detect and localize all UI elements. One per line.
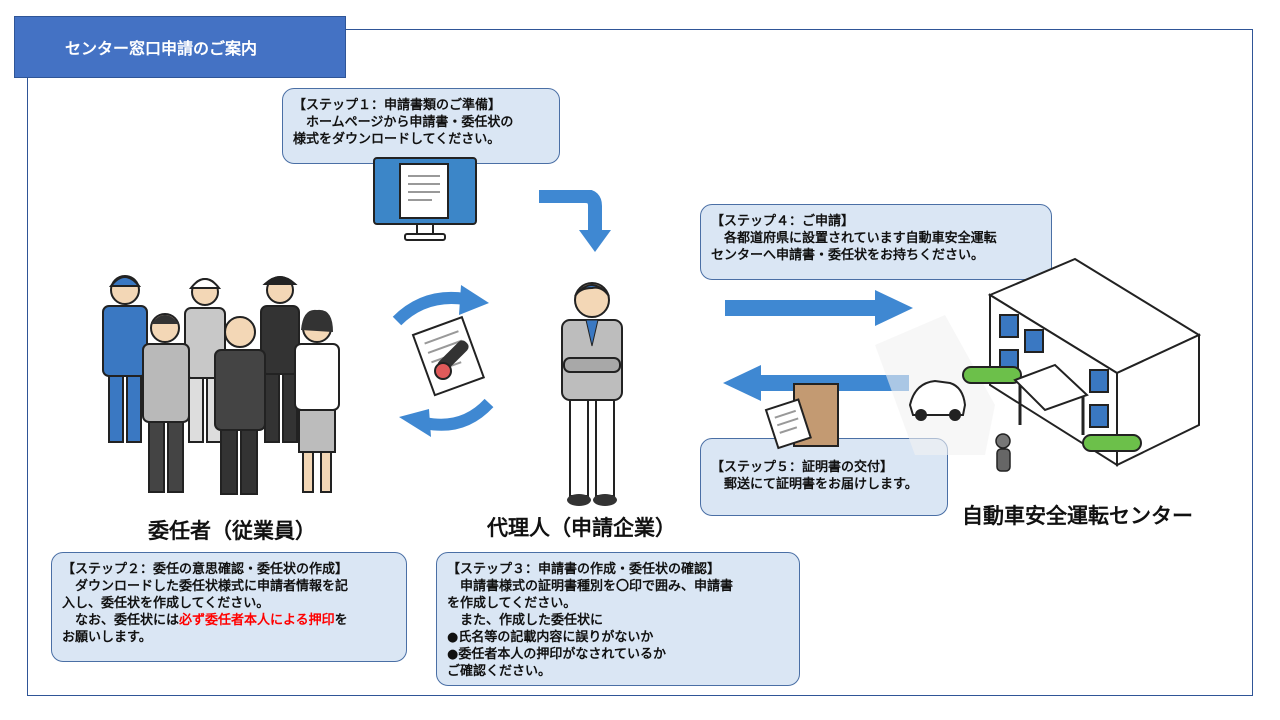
step3-line: ●委任者本人の押印がなされているか: [447, 647, 666, 662]
step1-heading: 【ステップ１：申請書類のご準備】: [293, 98, 502, 113]
monitor-icon: [373, 157, 477, 241]
exchange-cycle-icon: [392, 285, 494, 437]
arrow-down-icon: [539, 190, 611, 252]
step1-callout: 【ステップ１：申請書類のご準備】 ホームページから申請書・委任状の 様式をダウン…: [282, 88, 560, 164]
step4-line: 各都道府県に設置されています自動車安全運転: [711, 231, 997, 246]
step3-heading: 【ステップ３：申請書の作成・委任状の確認】: [447, 562, 721, 577]
step2-line: 入し、委任状を作成してください。: [62, 596, 270, 611]
agent-illustration: [561, 282, 623, 506]
step3-line: を作成してください。: [447, 596, 577, 611]
step5-heading: 【ステップ５：証明書の交付】: [711, 460, 894, 475]
required-seal-note: 必ず委任者本人による押印: [179, 613, 335, 628]
step5-line: 郵送にて証明書をお届けします。: [711, 477, 918, 492]
step1-line: 様式をダウンロードしてください。: [293, 132, 501, 147]
center-building-illustration: [875, 257, 1202, 472]
step3-line: また、作成した委任状に: [447, 613, 604, 628]
step2-callout: 【ステップ２：委任の意思確認・委任状の作成】 ダウンロードした委任状様式に申請者…: [51, 552, 407, 662]
step2-heading: 【ステップ２：委任の意思確認・委任状の作成】: [62, 562, 349, 577]
step4-heading: 【ステップ４：ご申請】: [711, 214, 855, 229]
agent-label: 代理人（申請企業）: [487, 516, 676, 540]
step3-line: ●氏名等の記載内容に誤りがないか: [447, 630, 654, 645]
page-title: センター窓口申請のご案内: [14, 16, 346, 78]
employees-label: 委任者（従業員）: [148, 519, 316, 543]
center-label: 自動車安全運転センター: [962, 504, 1193, 528]
step4-line: センターへ申請書・委任状をお持ちください。: [711, 248, 985, 263]
step2-line: なお、委任状には必ず委任者本人による押印を: [62, 613, 348, 628]
step4-callout: 【ステップ４：ご申請】 各都道府県に設置されています自動車安全運転 センターへ申…: [700, 204, 1052, 280]
arrow-right-icon: [725, 290, 913, 326]
step3-line: 申請書様式の証明書種別を〇印で囲み、申請書: [447, 579, 734, 594]
step1-line: ホームページから申請書・委任状の: [293, 115, 514, 130]
content-frame: [27, 29, 1253, 696]
step3-line: ご確認ください。: [447, 664, 552, 679]
step2-line: ダウンロードした委任状様式に申請者情報を記: [62, 579, 349, 594]
mail-envelope-icon: [764, 383, 839, 450]
step2-line: お願いします。: [62, 630, 152, 645]
employees-group-illustration: [102, 275, 340, 495]
step3-callout: 【ステップ３：申請書の作成・委任状の確認】 申請書様式の証明書種別を〇印で囲み、…: [436, 552, 800, 686]
